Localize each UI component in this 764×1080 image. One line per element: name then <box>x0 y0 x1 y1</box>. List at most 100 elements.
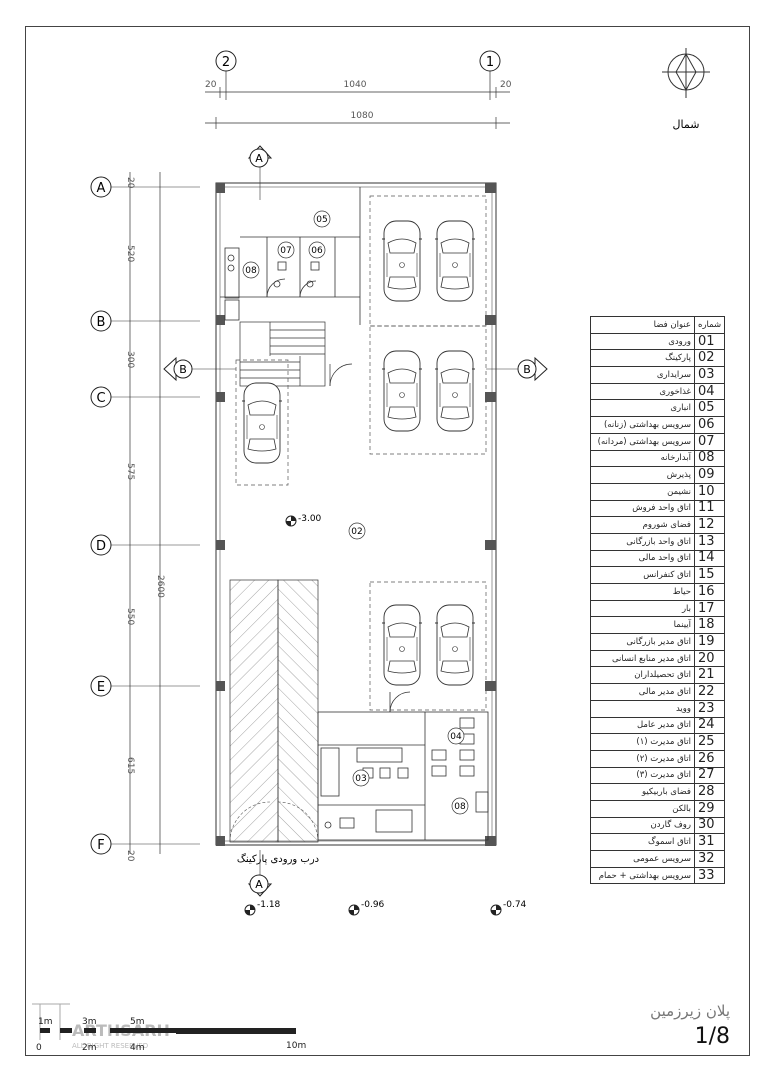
legend-row-number: 14 <box>693 549 726 568</box>
legend-row-name: اتاق مدیر مالی <box>590 683 695 701</box>
scale-bar-segment <box>176 1028 296 1034</box>
svg-text:575: 575 <box>125 463 135 480</box>
legend-row-name: اتاق مدیرت (۲) <box>590 749 695 768</box>
level-icon: -3.00 <box>285 514 322 527</box>
room-tag: 08 <box>242 261 260 279</box>
svg-text:03: 03 <box>355 774 366 784</box>
section-mark-a-bottom: A <box>247 850 273 897</box>
legend-row-number: 13 <box>693 532 726 551</box>
scale-bar: ARTHSARH ALL RIGHT RESERVED 1m 3m 5m 0 2… <box>32 1003 178 1052</box>
svg-text:-0.96: -0.96 <box>361 900 385 910</box>
legend-row-name: اتاق کنفرانس <box>590 566 695 584</box>
legend-row-number: 33 <box>693 866 726 885</box>
legend-row-number: 01 <box>693 332 726 351</box>
legend-row-name: سرایداری <box>590 366 695 384</box>
legend-row-number: 27 <box>693 766 726 785</box>
svg-text:2: 2 <box>222 55 230 70</box>
legend-row-name: سرویس عمومی <box>590 850 695 868</box>
legend-row-name: اتاق اسموگ <box>590 833 695 851</box>
section-mark-b-right: B <box>486 356 548 382</box>
legend-row-number: 03 <box>693 366 726 384</box>
section-mark-b-left: B <box>163 356 236 382</box>
legend-row-name: روف گاردن <box>590 816 695 835</box>
legend-header: عنوان فضا شماره <box>590 316 726 334</box>
grid-row-c: C <box>90 386 200 408</box>
sheet-frame <box>25 26 750 1056</box>
room-tag: 02 <box>348 522 366 540</box>
svg-text:B: B <box>179 363 187 376</box>
svg-text:2m: 2m <box>82 1043 97 1052</box>
legend-row-number: 19 <box>693 633 726 651</box>
caretaker-area <box>317 691 489 841</box>
legend-row-name: سرویس بهداشتی (زنانه) <box>590 416 695 434</box>
sheet-title: پلان زیرزمین <box>650 1002 730 1020</box>
legend-row-name: اتاق مدیرت (۱) <box>590 733 695 751</box>
svg-text:08: 08 <box>454 802 466 812</box>
svg-text:20: 20 <box>125 850 135 862</box>
legend-row-name: پذیرش <box>590 466 695 484</box>
legend-row-name: غذاخوری <box>590 382 695 401</box>
legend-row: اتاق مدیرت (۲)26 <box>590 749 726 768</box>
legend-row-number: 23 <box>693 699 726 718</box>
grid-row-a: A <box>90 176 200 198</box>
svg-text:520: 520 <box>125 245 135 262</box>
legend-row-name: بار <box>590 599 695 618</box>
legend-row-name: فضای باربیکیو <box>590 783 695 801</box>
building-outline <box>215 182 497 846</box>
room-tag: 06 <box>308 241 326 259</box>
legend-row: سرویس بهداشتی (مردانه)07 <box>590 432 726 451</box>
legend-row-name: اتاق مدیر عامل <box>590 716 695 735</box>
svg-text:درب ورودی پارکینگ: درب ورودی پارکینگ <box>237 853 319 865</box>
svg-text:02: 02 <box>351 527 362 537</box>
legend-row-name: اتاق واحد فروش <box>590 499 695 518</box>
svg-text:4m: 4m <box>130 1043 145 1052</box>
legend-row-number: 04 <box>693 382 726 401</box>
section-mark-a-top: A <box>247 145 273 200</box>
legend-row-number: 02 <box>693 349 726 368</box>
svg-text:05: 05 <box>316 215 327 225</box>
svg-text:06: 06 <box>311 246 323 256</box>
svg-text:550: 550 <box>125 608 135 625</box>
room-tag: 04 <box>447 727 465 745</box>
legend-row-name: اتاق واحد بازرگانی <box>590 532 695 551</box>
legend-row-number: 28 <box>693 783 726 801</box>
legend-row-number: 10 <box>693 482 726 501</box>
legend-row-name: سرویس بهداشتی + حمام <box>590 866 695 885</box>
legend-row-number: 11 <box>693 499 726 518</box>
legend-row-number: 30 <box>693 816 726 835</box>
svg-text:300: 300 <box>125 351 135 368</box>
room-tag: 07 <box>277 241 295 259</box>
legend-row-number: 22 <box>693 683 726 701</box>
svg-text:B: B <box>523 363 531 376</box>
level-marks: -3.00 -1.18 -0.96 -0.74 <box>244 514 527 916</box>
legend-row-name: نشیمن <box>590 482 695 501</box>
level-icon: -1.18 <box>244 900 281 916</box>
legend-row-name: اتاق مدیر منابع انسانی <box>590 649 695 668</box>
parking-bays <box>235 195 487 711</box>
legend-row-name: آبدارخانه <box>590 449 695 468</box>
svg-text:20: 20 <box>125 177 135 189</box>
svg-text:2600: 2600 <box>155 575 165 598</box>
grid-row-e: E <box>90 675 200 697</box>
svg-text:E: E <box>97 680 105 695</box>
svg-text:20: 20 <box>205 80 217 90</box>
svg-text:07: 07 <box>280 246 291 256</box>
car-icon <box>434 220 476 302</box>
legend-row: سرویس بهداشتی (زنانه)06 <box>590 416 726 434</box>
grid-column-2: 2 <box>215 50 237 100</box>
top-dimensions: 20 1040 20 1080 <box>205 80 512 129</box>
legend-row: اتاق مدیرت (۱)25 <box>590 733 726 751</box>
